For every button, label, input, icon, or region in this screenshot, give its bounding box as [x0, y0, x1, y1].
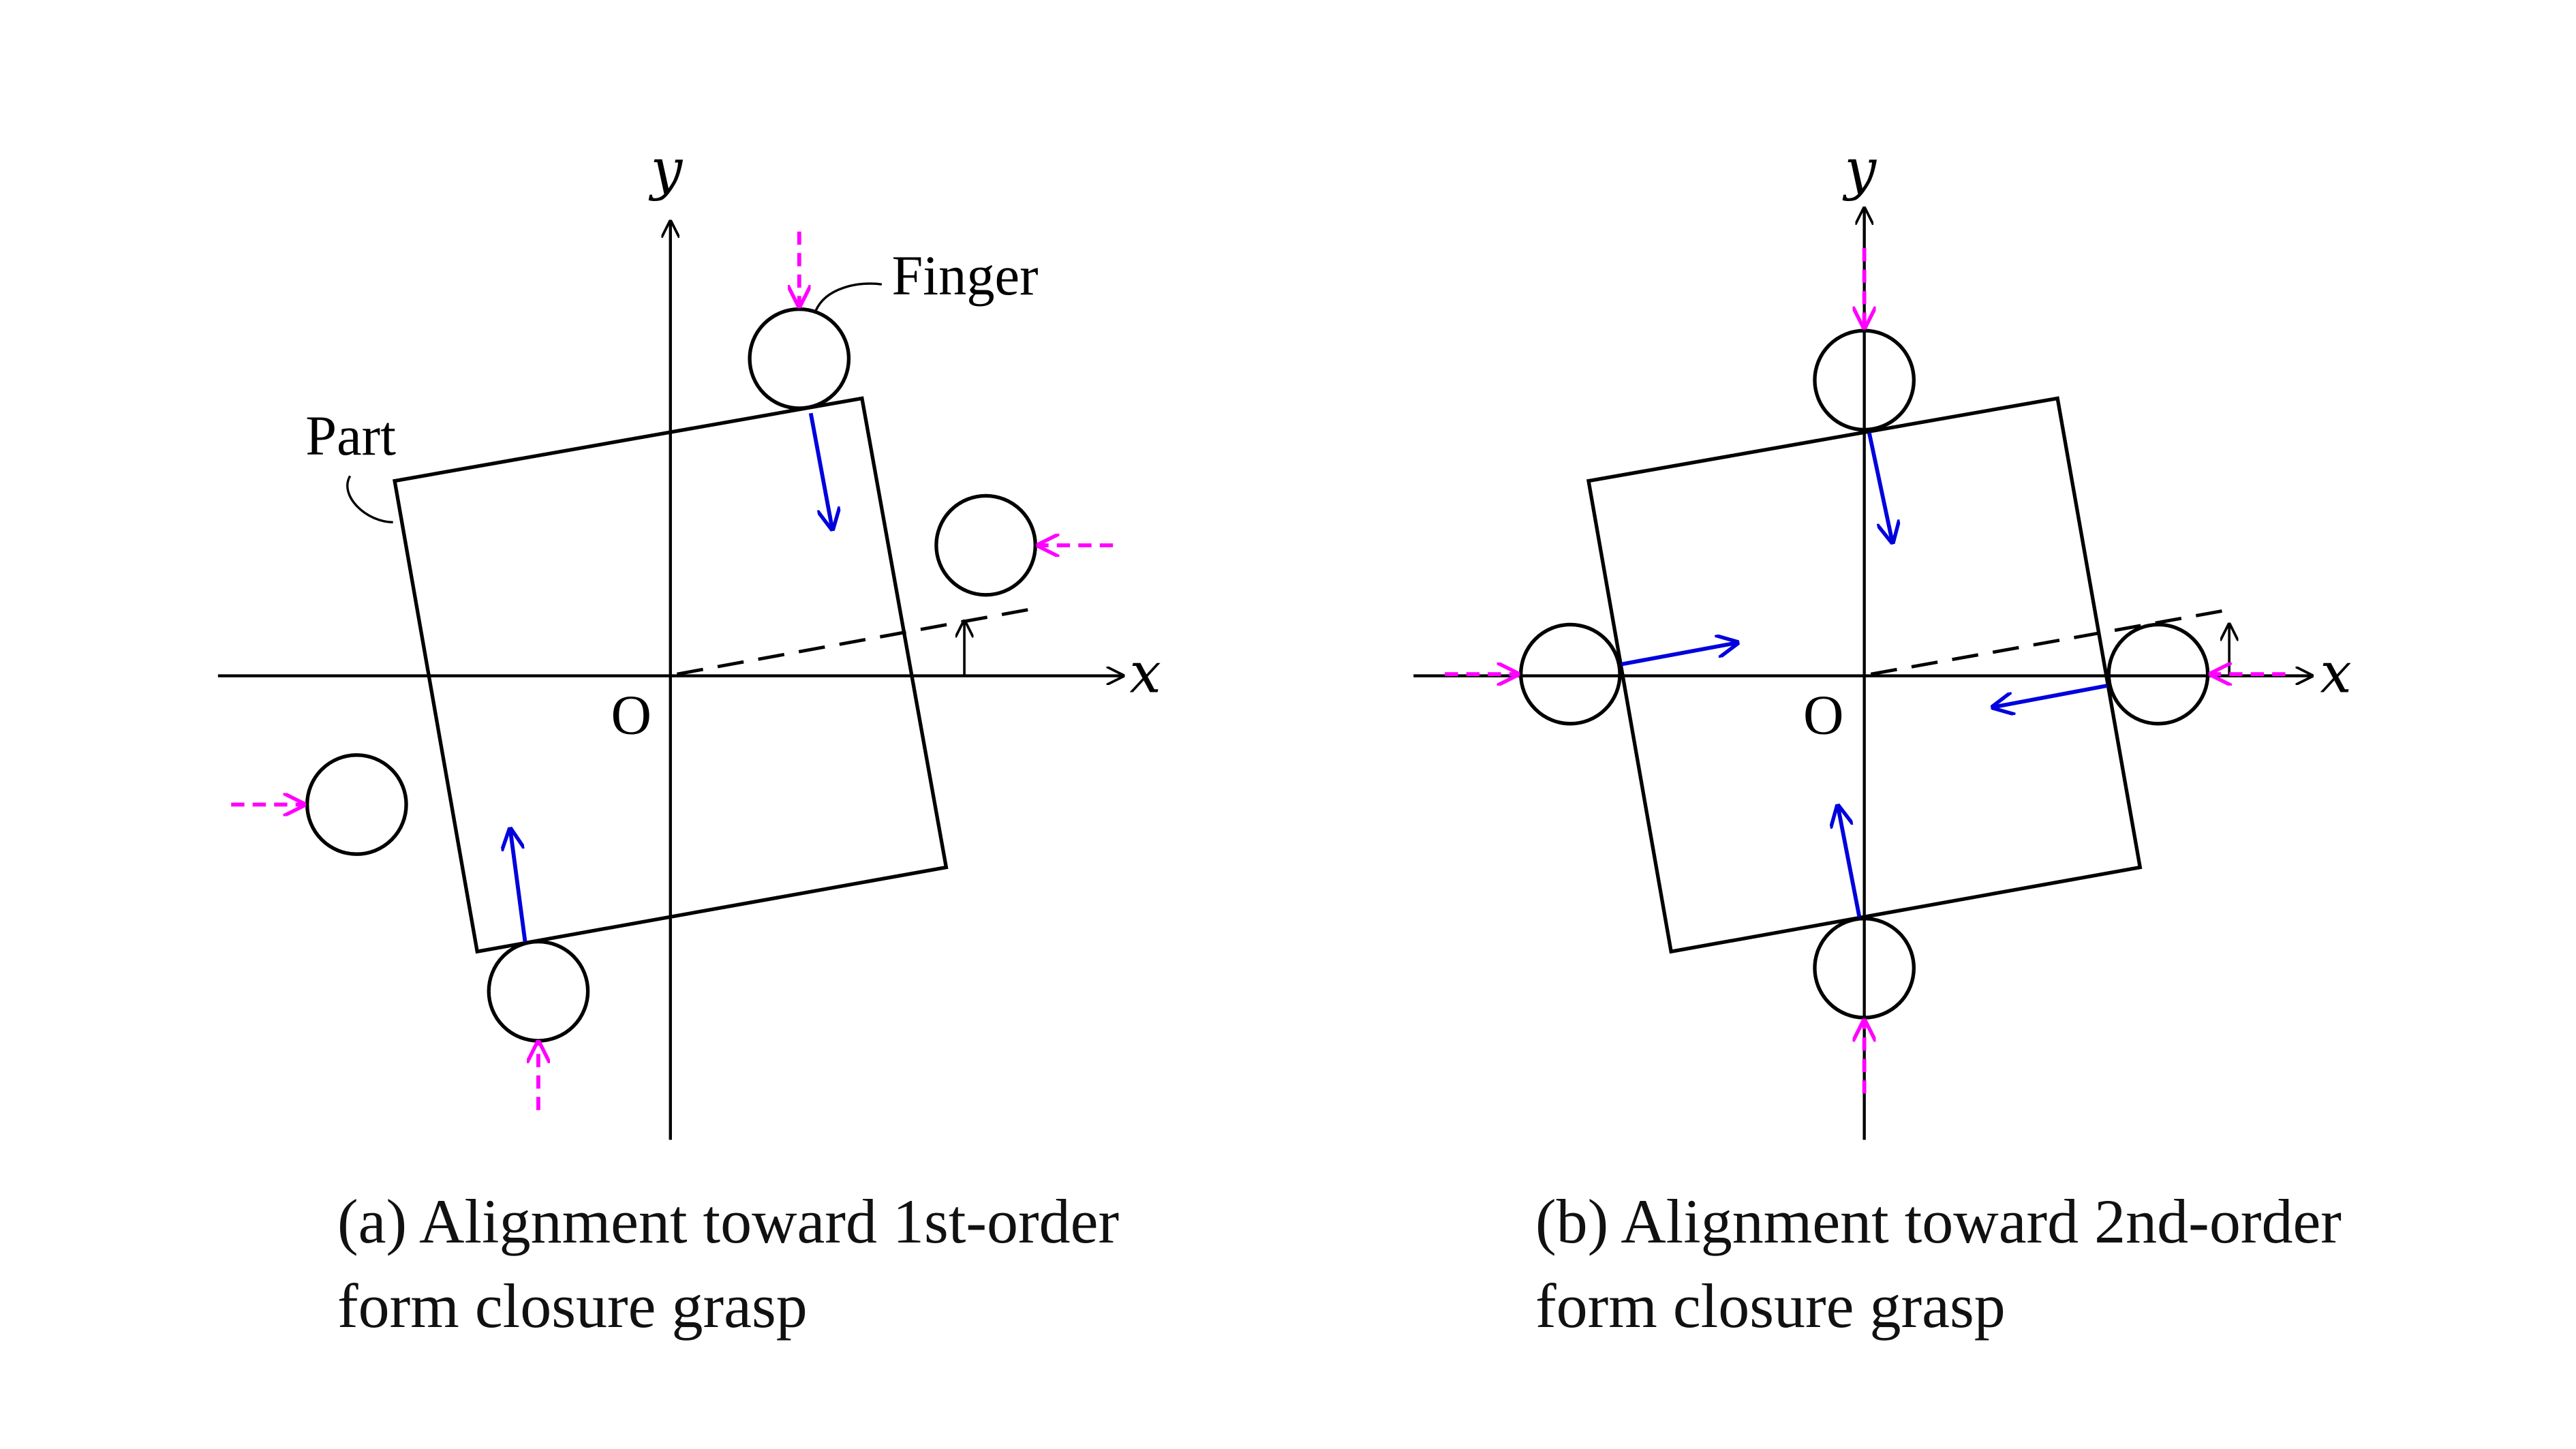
finger-bottom — [1813, 917, 1916, 1020]
finger-right — [2106, 622, 2210, 726]
x-axis-label: x — [2320, 641, 2351, 706]
panel-a: x y O Part Finger — [217, 138, 1161, 1140]
finger-bottom — [487, 939, 590, 1043]
part-orientation-line — [1870, 608, 2230, 676]
finger-leader-line — [814, 282, 883, 311]
rotation-arrow-bottom — [510, 829, 527, 943]
y-axis-label: y — [1842, 138, 1877, 202]
caption-panel-b: (b) Alignment toward 2nd-order form clos… — [1430, 1179, 2342, 1348]
rotation-arrow-top — [808, 412, 833, 529]
panel-b: x y O — [1413, 138, 2352, 1140]
finger-label: Finger — [891, 245, 1038, 307]
rotation-arrow-bottom — [1838, 806, 1862, 917]
origin-label: O — [611, 684, 652, 746]
part-outline — [1586, 396, 2143, 954]
part-leader-line — [346, 475, 393, 523]
x-axis-label: x — [1129, 641, 1161, 706]
caption-line-1: (b) Alignment toward 2nd-order — [1535, 1187, 2342, 1256]
origin-label: O — [1803, 684, 1844, 746]
part-outline — [393, 396, 949, 954]
finger-right — [934, 493, 1037, 597]
caption-panel-a: (a) Alignment toward 1st-order form clos… — [232, 1179, 1119, 1348]
finger-top — [748, 307, 851, 410]
finger-left — [1518, 622, 1622, 726]
rotation-arrow-top — [1867, 432, 1892, 542]
rotation-arrow-right — [1993, 684, 2108, 707]
finger-left — [305, 753, 408, 856]
part-label: Part — [305, 405, 396, 467]
caption-line-2: form closure grasp — [337, 1271, 808, 1341]
caption-line-2: form closure grasp — [1535, 1271, 2006, 1341]
caption-line-1: (a) Alignment toward 1st-order — [337, 1187, 1120, 1256]
part-orientation-line — [677, 606, 1038, 676]
finger-top — [1813, 329, 1916, 432]
y-axis-label: y — [648, 138, 684, 202]
rotation-arrow-left — [1621, 643, 1737, 667]
